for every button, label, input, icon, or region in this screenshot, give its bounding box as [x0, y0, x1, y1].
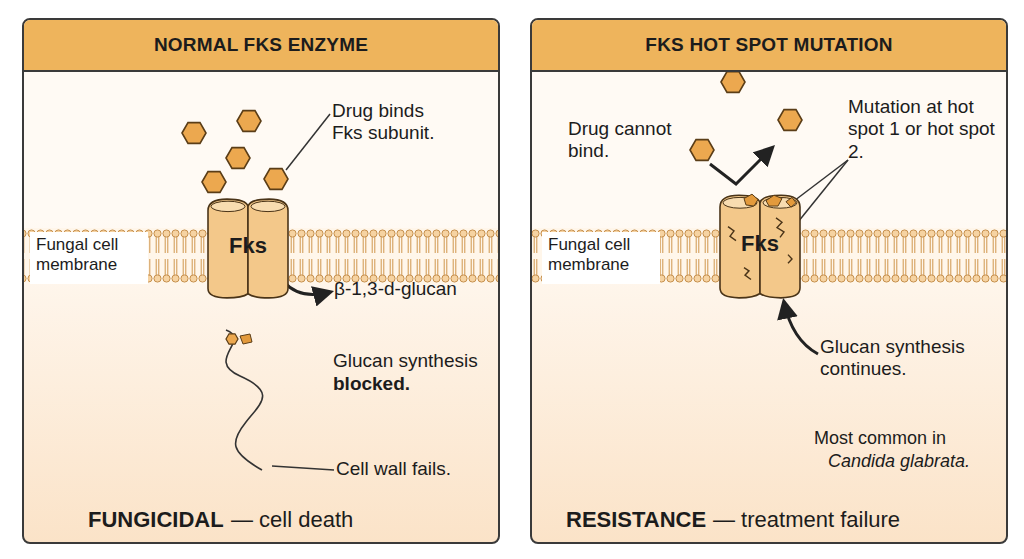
annotation: Drug binds Fks subunit.	[332, 100, 450, 145]
enzyme-top	[211, 201, 245, 211]
altered-binding-site	[786, 197, 796, 207]
annotation: Mutation at hot spot 1 or hot spot 2.	[848, 96, 998, 163]
annotation: Most common in	[814, 428, 946, 449]
annotation: Cell wall fails.	[336, 458, 451, 480]
annotation: Drug cannot bind.	[568, 118, 686, 163]
outcome-label: FUNGICIDAL	[88, 507, 224, 533]
annotation: Candida glabrata.	[828, 451, 970, 472]
annotation: blocked.	[333, 373, 410, 395]
enzyme-top	[251, 201, 285, 211]
outcome-label: — treatment failure	[713, 507, 900, 533]
membrane-label-box: Fungal cell membrane	[30, 232, 148, 284]
membrane-label: Fungal cell membrane	[36, 235, 142, 276]
altered-binding-site	[766, 195, 782, 206]
mutation-crack	[744, 268, 751, 280]
outcome-label: RESISTANCE	[566, 507, 706, 533]
annotation: Glucan synthesis continues.	[820, 336, 985, 381]
annotation: Glucan synthesis	[333, 350, 478, 372]
panel-heading: NORMAL FKS ENZYME	[24, 20, 498, 72]
panel-heading: FKS HOT SPOT MUTATION	[532, 20, 1006, 72]
altered-binding-site	[744, 194, 758, 206]
membrane-label-box: Fungal cell membrane	[542, 232, 660, 284]
membrane-label: Fungal cell membrane	[548, 235, 654, 276]
mutation-crack	[728, 227, 736, 241]
mutation-crack	[788, 255, 792, 264]
enzyme-label: Fks	[714, 231, 806, 257]
fks-enzyme: Fks	[202, 196, 294, 300]
enzyme-label: Fks	[202, 233, 294, 259]
mutant-fks-enzyme: Fks	[714, 192, 806, 300]
annotation: β-1,3-d-glucan	[334, 278, 457, 300]
outcome-label: — cell death	[231, 507, 353, 533]
